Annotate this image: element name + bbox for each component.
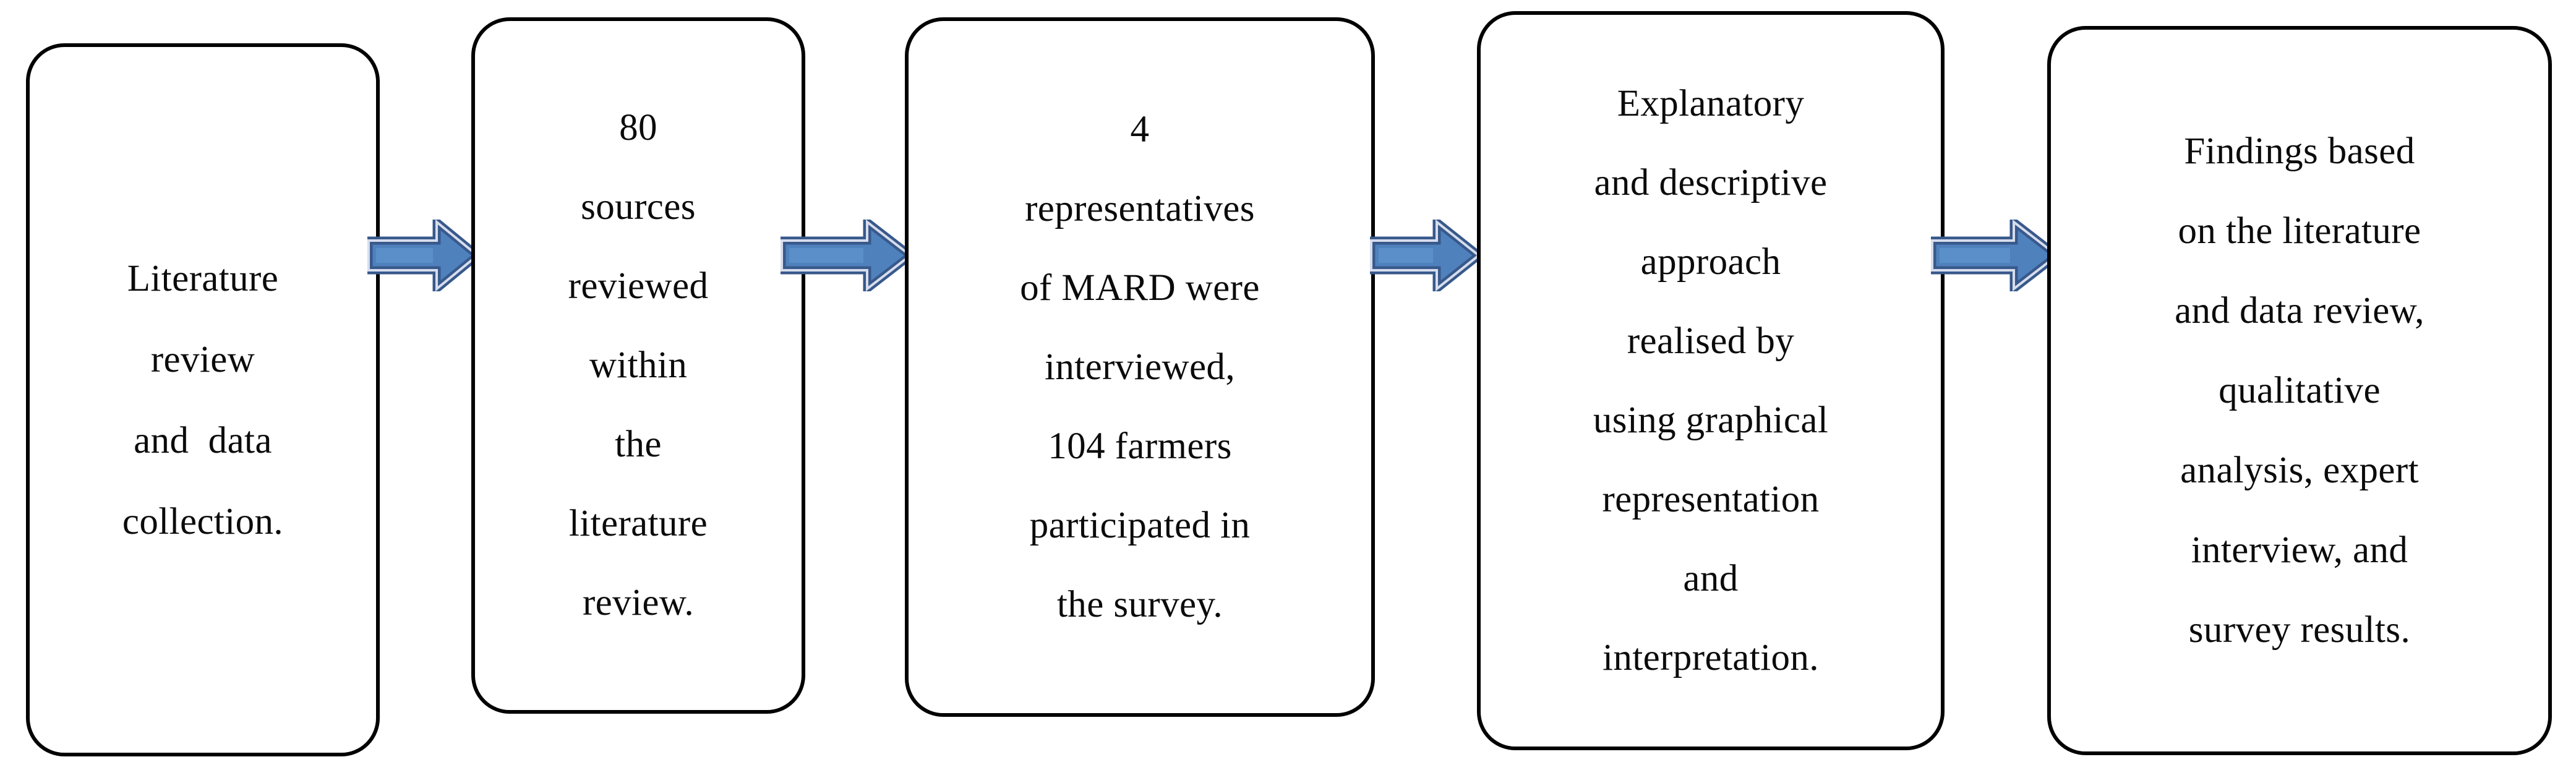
flow-step-4-line-3: approach xyxy=(1640,241,1781,283)
flow-step-2-line-5: the xyxy=(615,424,662,465)
flow-step-5-line-2: on the literature xyxy=(2178,210,2421,252)
flow-step-1-line-1: Literature xyxy=(127,257,279,299)
flow-step-2-line-1: 80 xyxy=(619,107,657,148)
flow-step-1-line-2: review xyxy=(150,338,255,380)
flow-step-2-line-7: review. xyxy=(582,582,695,623)
flow-step-2-line-6: literature xyxy=(568,503,708,544)
flow-step-4-line-7: and xyxy=(1683,557,1739,599)
flow-step-5-line-4: qualitative xyxy=(2219,370,2381,411)
flow-step-4-line-1: Explanatory xyxy=(1617,82,1805,124)
flow-step-box-3[interactable]: 4 representatives of MARD were interview… xyxy=(905,17,1375,717)
flow-step-4-line-8: interpretation. xyxy=(1603,636,1819,678)
arrow-step1-to-step2-icon xyxy=(367,220,479,291)
flow-step-3-line-7: the survey. xyxy=(1056,583,1223,625)
arrow-step3-to-step4-icon xyxy=(1370,220,1480,291)
flow-step-2-line-4: within xyxy=(589,344,688,386)
flow-step-3-line-3: of MARD were xyxy=(1020,267,1260,309)
flow-step-2-line-2: sources xyxy=(581,186,696,228)
flow-step-2-line-3: reviewed xyxy=(568,265,709,307)
flow-step-5-line-1: Findings based xyxy=(2184,130,2415,172)
flow-step-box-1[interactable]: Literature review and data collection. xyxy=(26,43,380,756)
flow-step-4-line-2: and descriptive xyxy=(1594,161,1828,203)
flow-step-5-line-7: survey results. xyxy=(2188,609,2411,651)
flow-step-4-line-5: using graphical xyxy=(1593,399,1829,441)
flow-step-box-4[interactable]: Explanatory and descriptive approach rea… xyxy=(1477,11,1945,750)
flow-step-3-line-2: representatives xyxy=(1025,187,1255,229)
flow-step-4-line-6: representation xyxy=(1602,478,1820,520)
arrow-step4-to-step5-icon xyxy=(1931,220,2058,291)
flow-step-3-line-5: 104 farmers xyxy=(1048,425,1232,467)
arrow-step2-to-step3-icon xyxy=(781,220,912,291)
flow-step-box-5[interactable]: Findings based on the literature and dat… xyxy=(2047,26,2552,755)
flow-step-3-line-6: participated in xyxy=(1029,504,1251,546)
flow-step-1-line-4: collection. xyxy=(122,500,284,542)
flow-step-box-2[interactable]: 80 sources reviewed within the literatur… xyxy=(471,17,805,714)
flow-step-5-line-5: analysis, expert xyxy=(2180,450,2419,491)
flow-step-3-line-4: interviewed, xyxy=(1045,346,1235,388)
flow-step-3-line-1: 4 xyxy=(1130,108,1150,150)
flow-step-5-line-3: and data review, xyxy=(2175,290,2424,332)
flow-step-5-line-6: interview, and xyxy=(2191,529,2408,571)
flow-step-4-line-4: realised by xyxy=(1627,320,1795,362)
flow-step-1-line-3: and data xyxy=(134,419,272,461)
